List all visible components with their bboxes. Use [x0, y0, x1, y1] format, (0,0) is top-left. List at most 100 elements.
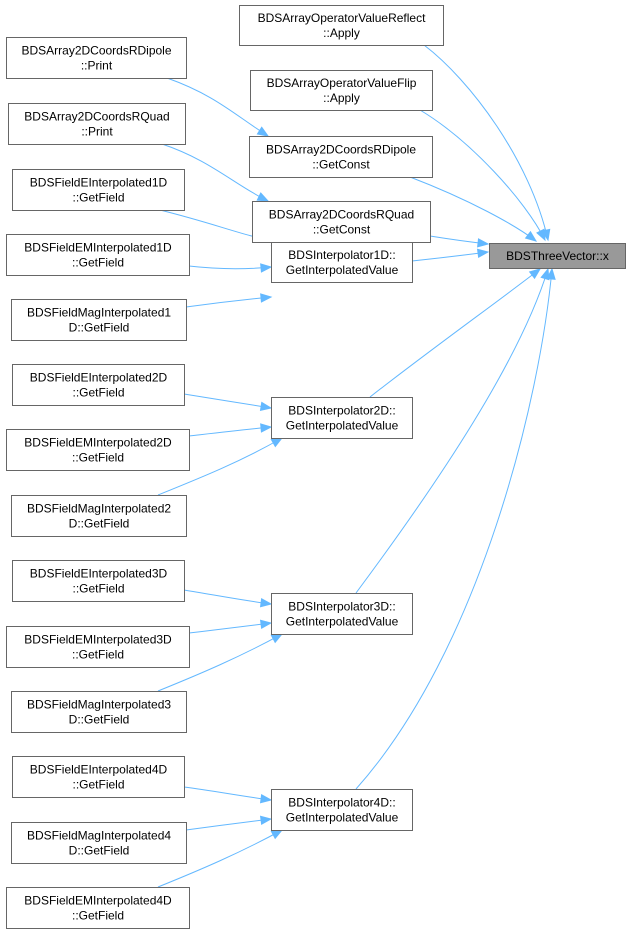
node-label-line: BDSInterpolator1D::	[288, 248, 395, 262]
edge-line	[188, 426, 272, 437]
edge-interp1d-to-x	[411, 248, 490, 262]
node-box	[6, 887, 190, 929]
node-label-line: BDSInterpolator2D::	[288, 404, 395, 418]
node-label-line: ::Apply	[323, 91, 360, 105]
edge-line	[369, 268, 541, 398]
arrow-head-icon	[270, 437, 284, 448]
node-label-line: BDSInterpolator4D::	[288, 796, 395, 810]
arrow-head-icon	[259, 793, 273, 804]
arrow-head-icon	[260, 423, 273, 433]
node-box	[271, 397, 413, 439]
node-box	[6, 37, 187, 79]
node-label-line: GetInterpolatedValue	[286, 811, 399, 825]
node-interp2d[interactable]: BDSInterpolator2D::GetInterpolatedValue	[271, 397, 413, 439]
target-node-x[interactable]: BDSThreeVector::x	[489, 243, 626, 269]
edge-interp3d-to-x	[355, 267, 550, 594]
node-label-line: D::GetField	[69, 713, 130, 727]
edge-interp2d-to-x	[369, 268, 542, 398]
edge-line	[183, 589, 272, 605]
edge-line	[185, 296, 272, 308]
edge-quad_getconst-to-x	[429, 235, 490, 248]
edge-e2d-to-interp2d	[183, 393, 273, 412]
node-label-line: BDSFieldEMInterpolated4D	[24, 894, 172, 908]
node-e1d[interactable]: BDSFieldEInterpolated1D::GetField	[12, 169, 185, 211]
node-e4d[interactable]: BDSFieldEInterpolated4D::GetField	[12, 756, 185, 798]
edge-line	[188, 622, 272, 634]
node-label-line: BDSFieldMagInterpolated1	[27, 306, 171, 320]
edge-mag4d-to-interp4d	[185, 815, 273, 831]
edges-layer	[157, 44, 556, 888]
edge-line	[355, 268, 549, 594]
arrow-head-icon	[476, 248, 490, 259]
node-box	[12, 560, 185, 602]
node-e2d[interactable]: BDSFieldEInterpolated2D::GetField	[12, 364, 185, 406]
arrow-head-icon	[260, 263, 273, 273]
node-interp4d[interactable]: BDSInterpolator4D::GetInterpolatedValue	[271, 789, 413, 831]
node-box	[252, 201, 431, 243]
node-quad_print[interactable]: BDSArray2DCoordsRQuad::Print	[8, 103, 186, 145]
nodes-layer: BDSThreeVector::x BDSArrayOperatorValueRe…	[6, 5, 626, 929]
node-box	[12, 364, 185, 406]
node-box	[11, 691, 187, 733]
node-label-line: ::GetField	[72, 582, 124, 596]
node-label-line: ::GetField	[72, 909, 124, 923]
node-label-line: ::GetField	[72, 191, 124, 205]
node-box	[271, 593, 413, 635]
node-label-line: D::GetField	[69, 517, 130, 531]
node-label-line: GetInterpolatedValue	[286, 419, 399, 433]
node-box	[12, 756, 185, 798]
node-em3d[interactable]: BDSFieldEMInterpolated3D::GetField	[6, 626, 190, 668]
arrow-head-icon	[256, 192, 270, 202]
node-em1d[interactable]: BDSFieldEMInterpolated1D::GetField	[6, 234, 190, 276]
arrow-head-icon	[536, 228, 546, 242]
node-box	[11, 822, 187, 864]
node-interp1d[interactable]: BDSInterpolator1D::GetInterpolatedValue	[271, 242, 413, 283]
node-reflect[interactable]: BDSArrayOperatorValueReflect::Apply	[239, 5, 444, 46]
node-em2d[interactable]: BDSFieldEMInterpolated2D::GetField	[6, 429, 190, 471]
node-dipole_getconst[interactable]: BDSArray2DCoordsRDipole::GetConst	[249, 136, 433, 178]
node-flip[interactable]: BDSArrayOperatorValueFlip::Apply	[250, 70, 433, 111]
node-label-line: BDSFieldEInterpolated1D	[30, 176, 168, 190]
node-quad_getconst[interactable]: BDSArray2DCoordsRQuad::GetConst	[252, 201, 431, 243]
node-label-line: D::GetField	[69, 844, 130, 858]
edge-flip-to-x	[419, 109, 546, 242]
node-box	[271, 242, 413, 283]
node-label-line: ::GetField	[72, 451, 124, 465]
node-label-line: BDSArray2DCoordsRQuad	[24, 110, 169, 124]
node-box	[8, 103, 186, 145]
node-label-line: ::Print	[81, 125, 113, 139]
arrow-head-icon	[524, 230, 538, 242]
node-label-line: BDSFieldEMInterpolated1D	[24, 241, 172, 255]
node-label-line: BDSFieldEMInterpolated3D	[24, 633, 172, 647]
edge-e3d-to-interp3d	[183, 589, 273, 608]
node-label-line: BDSFieldEInterpolated4D	[30, 763, 168, 777]
edge-line	[185, 818, 272, 831]
arrow-head-icon	[270, 633, 284, 644]
node-label-line: BDSFieldMagInterpolated2	[27, 502, 171, 516]
arrow-head-icon	[259, 619, 273, 630]
node-e3d[interactable]: BDSFieldEInterpolated3D::GetField	[12, 560, 185, 602]
node-label-line: BDSInterpolator3D::	[288, 600, 395, 614]
edge-line	[419, 109, 546, 241]
node-label-line: ::Print	[81, 59, 113, 73]
arrow-head-icon	[260, 293, 273, 303]
edge-line	[157, 437, 283, 496]
node-label-line: BDSFieldMagInterpolated4	[27, 829, 171, 843]
arrow-head-icon	[259, 815, 273, 826]
edge-line	[161, 143, 269, 202]
node-label-line: ::GetField	[72, 778, 124, 792]
arrow-head-icon	[546, 267, 556, 280]
edge-dipole_getconst-to-x	[409, 176, 538, 242]
node-dipole_print[interactable]: BDSArray2DCoordsRDipole::Print	[6, 37, 187, 79]
node-box	[6, 626, 190, 668]
node-box	[250, 70, 433, 111]
node-interp3d[interactable]: BDSInterpolator3D::GetInterpolatedValue	[271, 593, 413, 635]
edge-line	[411, 251, 489, 262]
edge-line	[157, 829, 283, 888]
node-em4d[interactable]: BDSFieldEMInterpolated4D::GetField	[6, 887, 190, 929]
node-label-line: BDSFieldEMInterpolated2D	[24, 436, 172, 450]
